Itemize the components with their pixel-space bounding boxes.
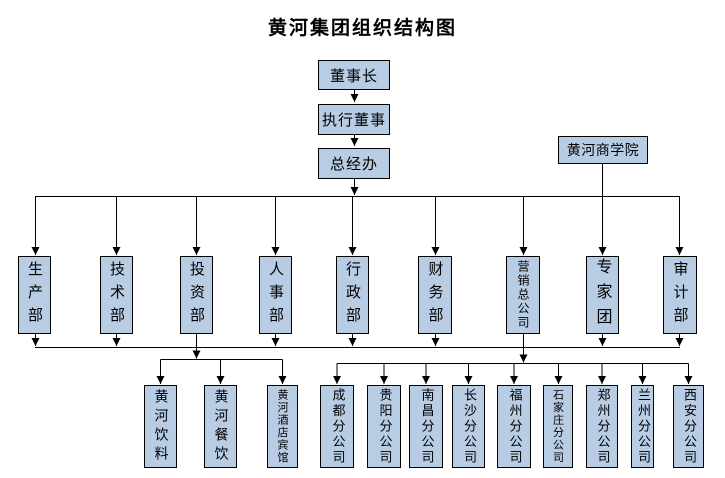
dept-audit-label: 审计部 xyxy=(671,260,690,330)
general-manager-office-box: 总经办 xyxy=(318,148,390,179)
branch-nanchang-label: 南昌分公司 xyxy=(418,387,434,466)
bus-investment-children xyxy=(156,334,287,384)
chairman-box: 董事长 xyxy=(318,60,390,90)
business-school-box: 黄河商学院 xyxy=(558,136,648,164)
dept-audit-box: 审计部 xyxy=(663,256,697,334)
executive-director-box: 执行董事 xyxy=(318,104,390,135)
dept-finance-label: 财务部 xyxy=(426,260,445,330)
dept-administration-box: 行政部 xyxy=(336,256,369,334)
branch-lanzhou-box: 兰州分公司 xyxy=(631,385,654,468)
branch-fuzhou-box: 福州分公司 xyxy=(497,385,531,468)
dept-expert-team-label: 专家团 xyxy=(593,257,613,333)
bus-secondary xyxy=(31,334,684,348)
branch-xian-label: 西安分公司 xyxy=(681,387,696,466)
sub-yellow-river-catering-box: 黄河餐饮 xyxy=(204,385,237,468)
dept-technology-box: 技术部 xyxy=(100,256,133,334)
branch-chengdu-box: 成都分公司 xyxy=(320,385,354,468)
dept-marketing-company-box: 营销总公司 xyxy=(506,256,540,334)
branch-shijiazhuang-label: 石家庄分公司 xyxy=(551,389,565,464)
chart-title: 黄河集团组织结构图 xyxy=(267,17,457,39)
branch-changsha-box: 长沙分公司 xyxy=(452,385,485,468)
dept-marketing-company-label: 营销总公司 xyxy=(516,260,530,330)
business-school-label: 黄河商学院 xyxy=(566,143,640,159)
dept-hr-box: 人事部 xyxy=(259,256,292,334)
branch-changsha-label: 长沙分公司 xyxy=(461,387,476,466)
dept-investment-box: 投资部 xyxy=(180,256,213,334)
branch-guiyang-label: 贵阳分公司 xyxy=(376,387,392,466)
dept-investment-label: 投资部 xyxy=(188,260,206,330)
sub-yellow-river-hotel-label: 黄河酒店宾馆 xyxy=(276,389,289,464)
bus-departments xyxy=(31,196,684,255)
branch-chengdu-label: 成都分公司 xyxy=(329,387,345,466)
sub-yellow-river-hotel-box: 黄河酒店宾馆 xyxy=(267,385,298,468)
branch-guiyang-box: 贵阳分公司 xyxy=(367,385,401,468)
dept-finance-box: 财务部 xyxy=(418,256,452,334)
dept-administration-label: 行政部 xyxy=(344,260,362,330)
branch-zhengzhou-box: 郑州分公司 xyxy=(586,385,618,468)
dept-hr-label: 人事部 xyxy=(267,260,285,330)
sub-yellow-river-beverage-label: 黄河饮料 xyxy=(152,388,169,465)
general-manager-office-label: 总经办 xyxy=(329,155,378,173)
branch-nanchang-box: 南昌分公司 xyxy=(409,385,443,468)
dept-expert-team-box: 专家团 xyxy=(586,256,619,334)
branch-fuzhou-label: 福州分公司 xyxy=(506,387,522,466)
branch-zhengzhou-label: 郑州分公司 xyxy=(594,387,610,466)
chairman-label: 董事长 xyxy=(329,66,378,85)
executive-director-label: 执行董事 xyxy=(321,111,386,129)
branch-shijiazhuang-box: 石家庄分公司 xyxy=(543,385,573,468)
branch-xian-box: 西安分公司 xyxy=(673,385,704,468)
dept-production-box: 生产部 xyxy=(18,256,51,334)
sub-yellow-river-beverage-box: 黄河饮料 xyxy=(144,385,177,468)
bus-marketing-children xyxy=(333,334,693,384)
dept-production-label: 生产部 xyxy=(26,260,44,330)
branch-lanzhou-label: 兰州分公司 xyxy=(635,387,650,466)
sub-yellow-river-catering-label: 黄河餐饮 xyxy=(212,388,229,465)
dept-technology-label: 技术部 xyxy=(108,260,126,330)
